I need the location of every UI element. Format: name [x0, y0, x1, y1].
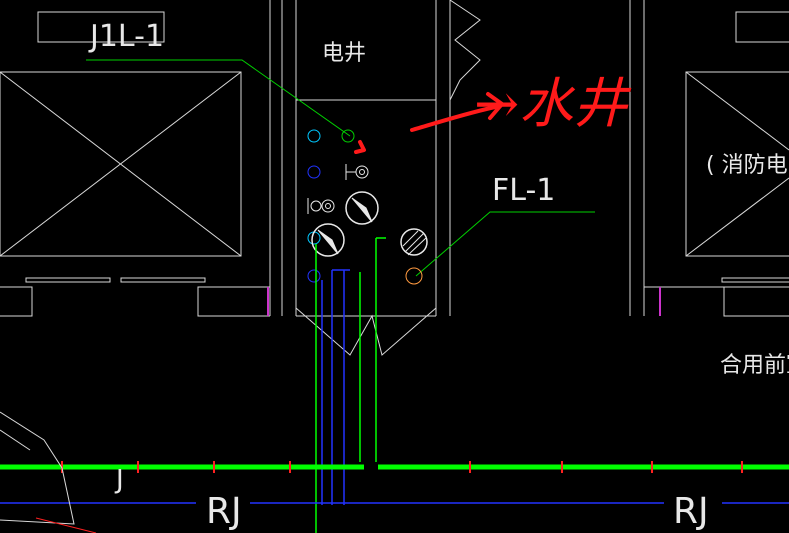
fl-leader — [415, 211, 595, 277]
pipe-j-main — [0, 461, 789, 473]
shaft-walls — [269, 0, 481, 356]
right-equipment-block — [629, 0, 789, 317]
pipe-label-rj-right: RJ — [673, 491, 709, 532]
j1l-tag: J1L-1 — [88, 19, 164, 54]
drain-riser-hatched — [400, 228, 428, 256]
electric-shaft-label: 电井 — [322, 41, 366, 66]
left-equipment-block — [0, 71, 270, 317]
handwritten-annotation: →水井 — [354, 72, 632, 154]
red-leader-fragment — [35, 517, 97, 533]
water-shaft-handwritten-text: →水井 — [474, 72, 632, 135]
fire-electric-label: ( 消防电 — [706, 153, 788, 178]
shared-anteroom-label: 合用前室 — [720, 353, 789, 378]
j1l-label-box — [37, 11, 165, 43]
valve-symbol-left — [307, 198, 335, 214]
lower-left-stair-fragment — [0, 411, 75, 525]
riser-symbols — [307, 129, 428, 285]
fl-tag: FL-1 — [492, 173, 555, 208]
meter-gauge-upper — [345, 191, 379, 225]
j1l-leader — [86, 59, 351, 137]
pipe-label-j: J — [114, 465, 124, 495]
vertical-pipes — [315, 237, 386, 533]
pipe-label-rj-left: RJ — [206, 491, 242, 532]
meter-gauge-lower — [311, 223, 345, 257]
valve-symbol-upper — [345, 164, 369, 180]
